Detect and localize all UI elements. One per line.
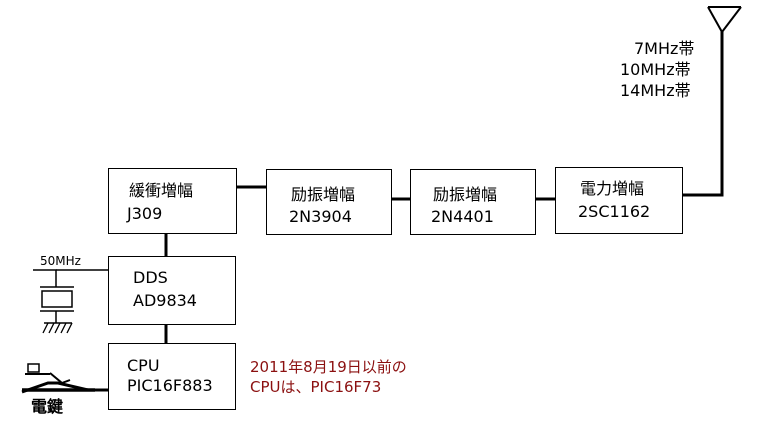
buffer-amp-title: 緩衝増幅: [129, 181, 194, 200]
wire-power-antenna: [682, 30, 724, 197]
cpu-title: CPU: [127, 356, 160, 375]
band-10mhz: 10MHz帯: [620, 60, 691, 79]
crystal-oscillator-icon: [33, 269, 108, 323]
driver-amp-1-title: 励振増幅: [291, 185, 356, 204]
cpu-history-note-line2: CPUは、PIC16F73: [250, 378, 382, 396]
driver-amp-2-title: 励振増幅: [433, 185, 498, 204]
band-7mhz: 7MHz帯: [634, 39, 695, 58]
driver-amp-2-block: 励振増幅 2N4401: [410, 169, 536, 235]
telegraph-key-label: 電鍵: [31, 397, 64, 416]
power-amp-title: 電力増幅: [580, 179, 645, 198]
oscillator-frequency-label: 50MHz: [40, 254, 81, 268]
cpu-history-note-line1: 2011年8月19日以前の: [250, 358, 407, 376]
telegraph-key-icon: [21, 363, 95, 394]
dds-part: AD9834: [133, 291, 197, 310]
dds-block: DDS AD9834: [108, 256, 236, 325]
dds-title: DDS: [133, 268, 168, 287]
cpu-block: CPU PIC16F883: [108, 343, 236, 410]
ground-icon: [42, 322, 73, 334]
cpu-part: PIC16F883: [127, 376, 213, 395]
antenna-icon: [707, 6, 742, 33]
buffer-amp-part: J309: [127, 204, 163, 223]
driver-amp-2-part: 2N4401: [431, 207, 494, 226]
power-amp-block: 電力増幅 2SC1162: [555, 167, 683, 234]
band-14mhz: 14MHz帯: [620, 81, 691, 100]
driver-amp-1-part: 2N3904: [289, 207, 352, 226]
power-amp-part: 2SC1162: [578, 202, 651, 221]
driver-amp-1-block: 励振増幅 2N3904: [266, 169, 392, 235]
buffer-amp-block: 緩衝増幅 J309: [108, 168, 237, 234]
